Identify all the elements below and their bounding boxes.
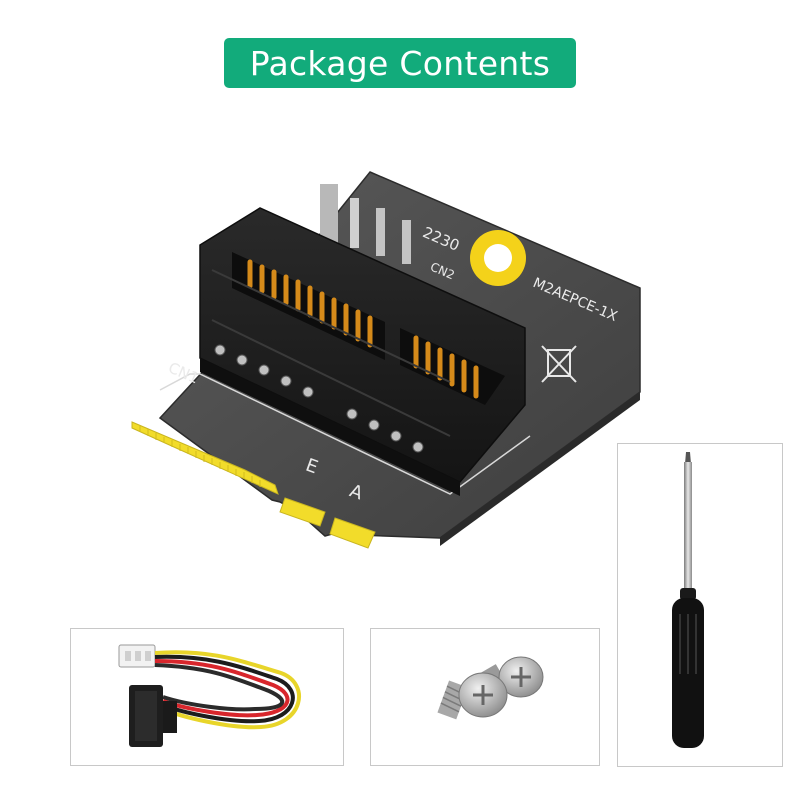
screwdriver-icon bbox=[672, 452, 704, 748]
handle-grip bbox=[679, 614, 697, 674]
slot-ribs bbox=[211, 269, 451, 437]
gold-key-segment-a bbox=[329, 517, 376, 549]
screws-box bbox=[370, 628, 600, 766]
silkscreen-line bbox=[159, 373, 531, 495]
gold-key-segment-e bbox=[279, 497, 326, 527]
weee-bin-icon bbox=[541, 345, 577, 383]
package-contents-banner: Package Contents bbox=[224, 38, 576, 88]
header-pins bbox=[320, 184, 411, 264]
sata-cable-box bbox=[70, 628, 344, 766]
m2-adapter-board: 2230 CN2 M2AEPCE-1X CN1 E A bbox=[120, 160, 680, 560]
cable-icon bbox=[118, 644, 301, 747]
adapter-board-image bbox=[131, 171, 641, 549]
solder-points bbox=[214, 344, 424, 453]
pcb-edge bbox=[440, 392, 640, 546]
screwdriver-box bbox=[617, 443, 783, 767]
gold-edge-connector bbox=[131, 421, 279, 495]
screw-icon bbox=[437, 656, 544, 720]
gold-fingers bbox=[139, 426, 261, 487]
slot-base bbox=[200, 358, 460, 496]
banner-title: Package Contents bbox=[249, 43, 551, 83]
slot-pins bbox=[247, 259, 479, 399]
